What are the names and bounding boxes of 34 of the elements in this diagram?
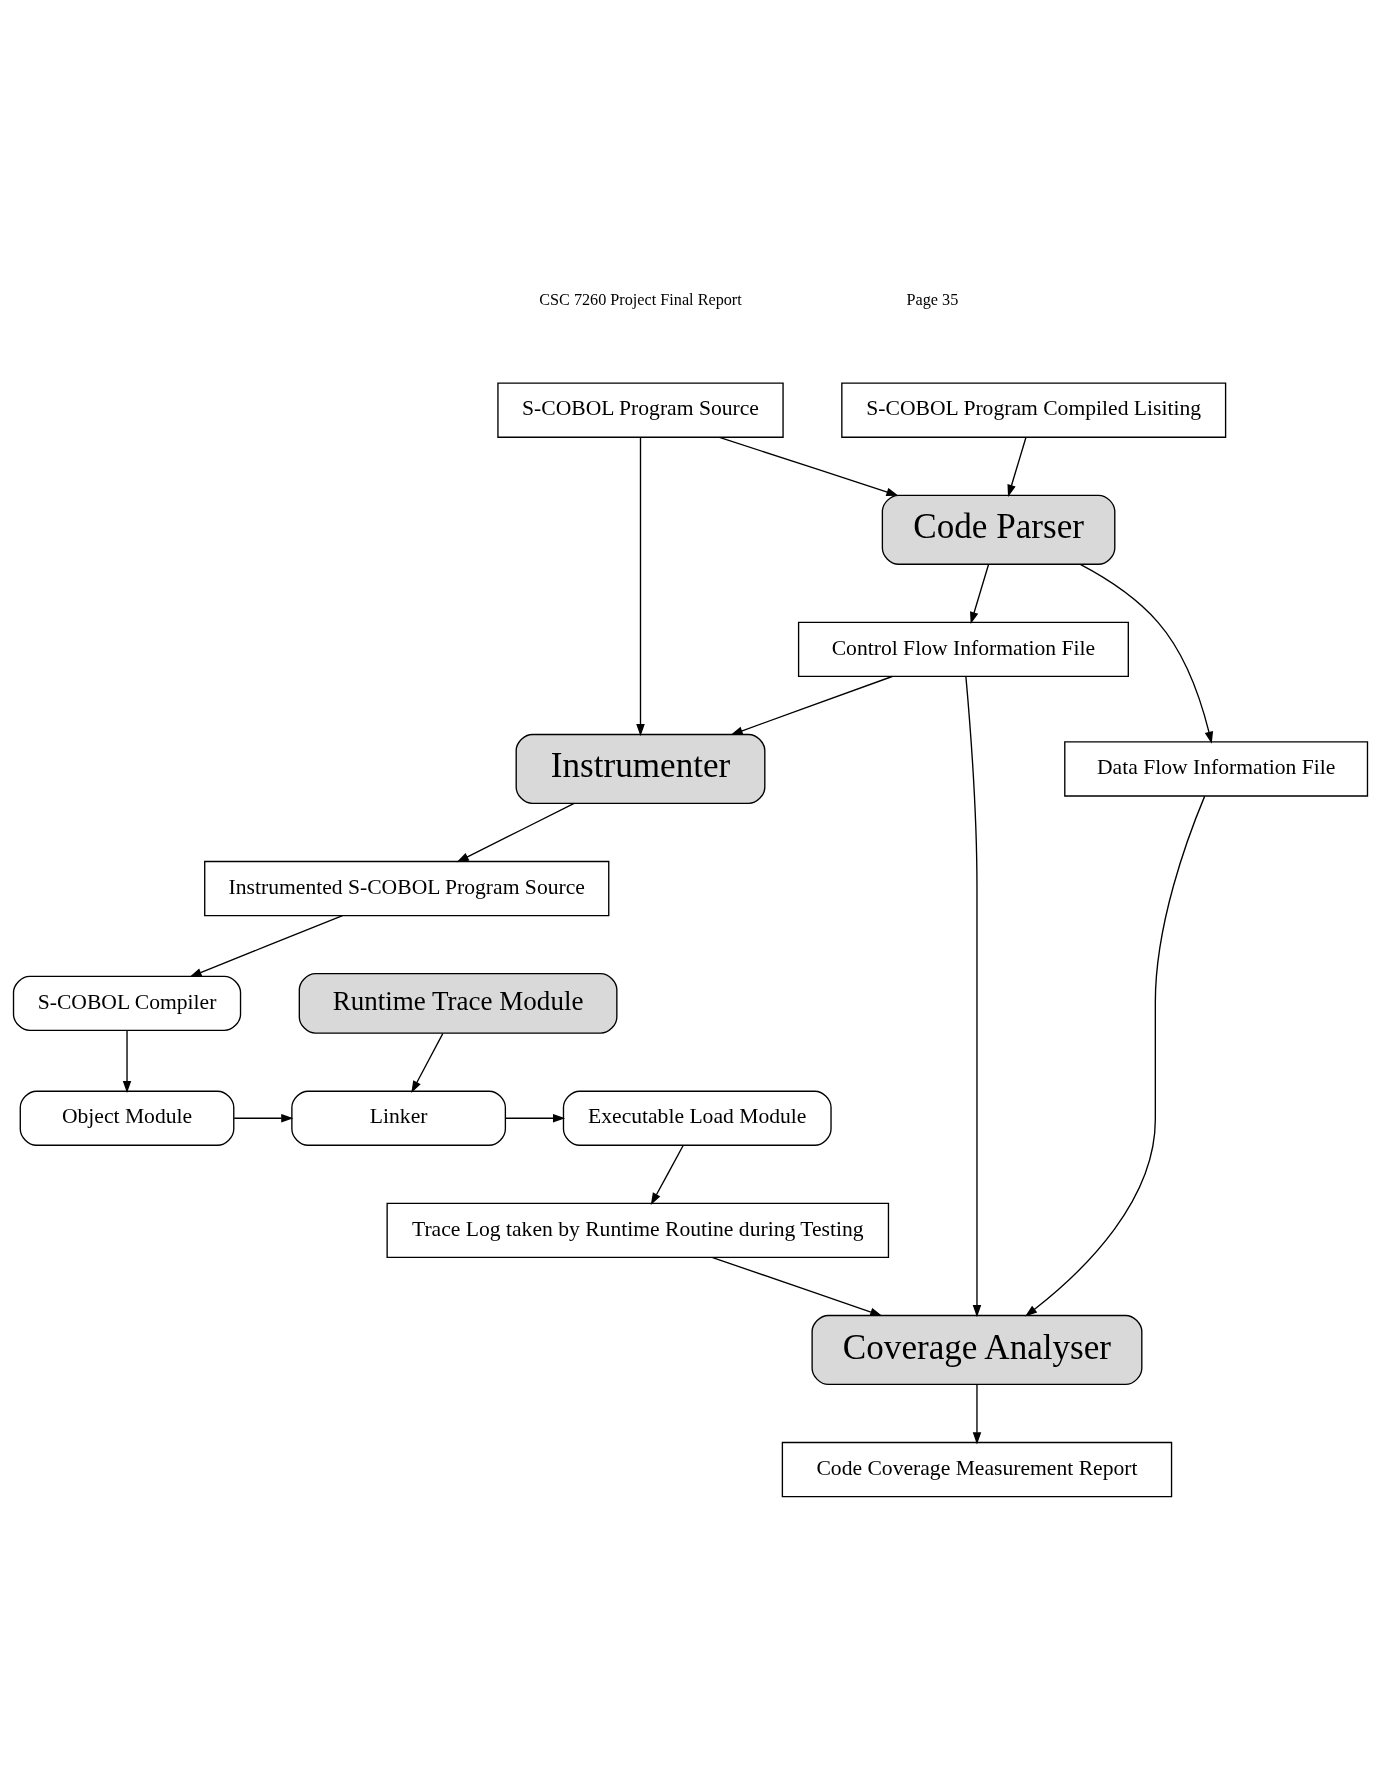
arrow xyxy=(1007,436,1027,497)
node-box: Trace Log taken by Runtime Routine during Testing xyxy=(386,1202,890,1258)
arrow xyxy=(505,1113,566,1122)
node-box: Linker xyxy=(291,1090,507,1146)
arrow xyxy=(970,563,990,624)
node-box: Code Coverage Measurement Report xyxy=(781,1441,1173,1497)
label: Page 35 xyxy=(906,290,959,309)
node-box: Data Flow Information File xyxy=(1064,740,1369,797)
arrow xyxy=(965,675,982,1317)
arrow xyxy=(1079,563,1214,744)
arrow xyxy=(711,1256,883,1316)
arrow xyxy=(122,1029,132,1093)
arrow xyxy=(718,436,899,496)
node-box: Runtime Trace Module xyxy=(298,972,618,1034)
arrow xyxy=(972,1383,982,1444)
node-box: Control Flow Information File xyxy=(797,621,1129,677)
arrow xyxy=(233,1113,294,1122)
arrow xyxy=(189,914,344,977)
arrow xyxy=(730,675,893,735)
node-box: Instrumented S-COBOL Program Source xyxy=(204,860,610,916)
arrow xyxy=(456,802,575,862)
arrow xyxy=(1025,794,1206,1317)
node-box: S-COBOL Program Source xyxy=(497,381,784,438)
node-box: Executable Load Module xyxy=(562,1090,832,1146)
node-box: S-COBOL Compiler xyxy=(12,975,242,1031)
arrow xyxy=(411,1032,444,1093)
node-box: Code Parser xyxy=(881,494,1116,565)
node-box: Coverage Analyser xyxy=(811,1314,1143,1385)
node-box: Object Module xyxy=(19,1090,235,1146)
node-box: Instrumenter xyxy=(515,733,766,804)
arrow xyxy=(636,436,645,736)
arrow xyxy=(650,1144,684,1205)
node-box: S-COBOL Program Compiled Lisiting xyxy=(841,381,1227,438)
label: CSC 7260 Project Final Report xyxy=(539,290,742,309)
